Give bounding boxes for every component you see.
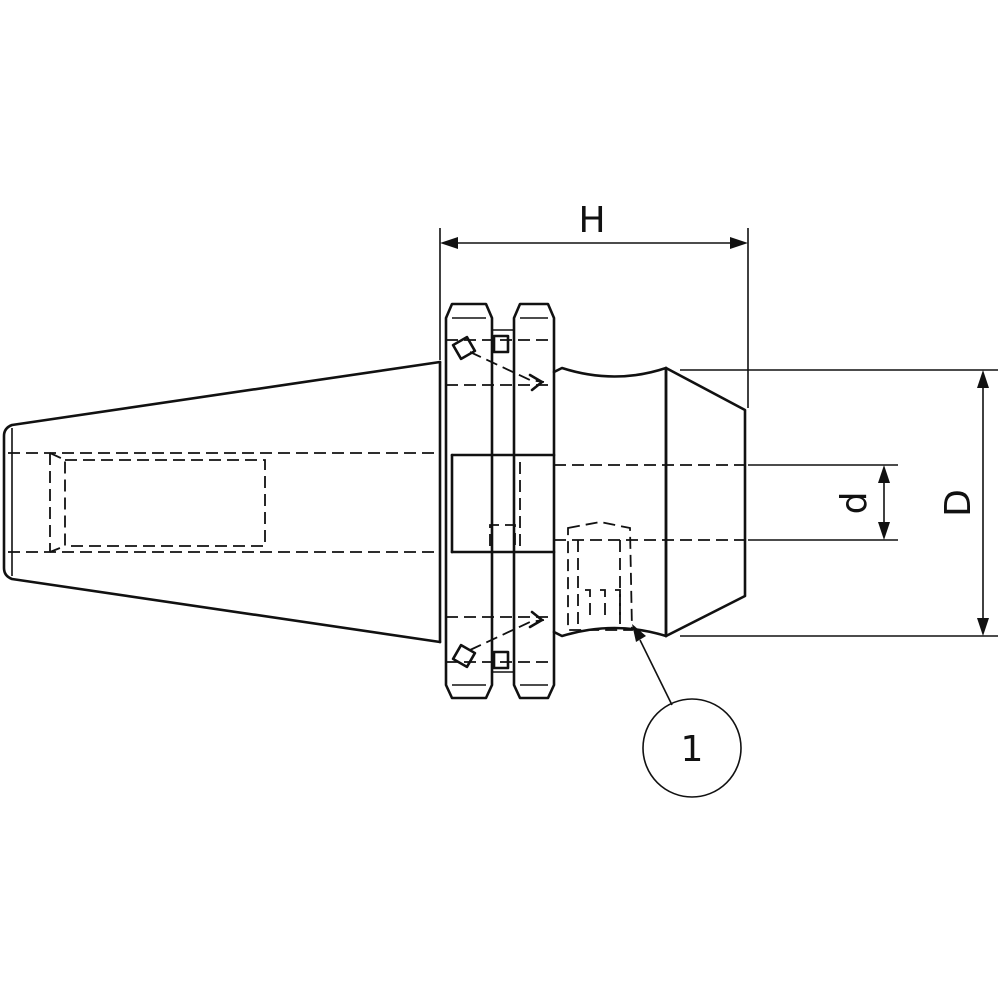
dimension-h-label: H: [578, 200, 605, 241]
dimension-d-bore-label: d: [834, 492, 875, 515]
taper-shank: [2, 360, 442, 644]
body-bore-hidden: [554, 464, 745, 541]
callout-1-balloon: [642, 698, 742, 798]
shank-bore-hidden: [8, 452, 440, 553]
holder-body: [552, 366, 747, 638]
flange: [444, 302, 556, 700]
clamping-screw-hidden: [567, 521, 633, 631]
callout-1-number: 1: [681, 729, 704, 770]
callout-1: 1: [632, 624, 742, 798]
dimension-d-bore: d: [748, 464, 898, 541]
dimension-d-outer-label: D: [938, 489, 979, 517]
dimension-d-outer: D: [680, 369, 998, 637]
drive-key-top: [446, 334, 554, 392]
drive-key-bottom: [446, 610, 554, 670]
dimension-h: H: [439, 200, 749, 408]
